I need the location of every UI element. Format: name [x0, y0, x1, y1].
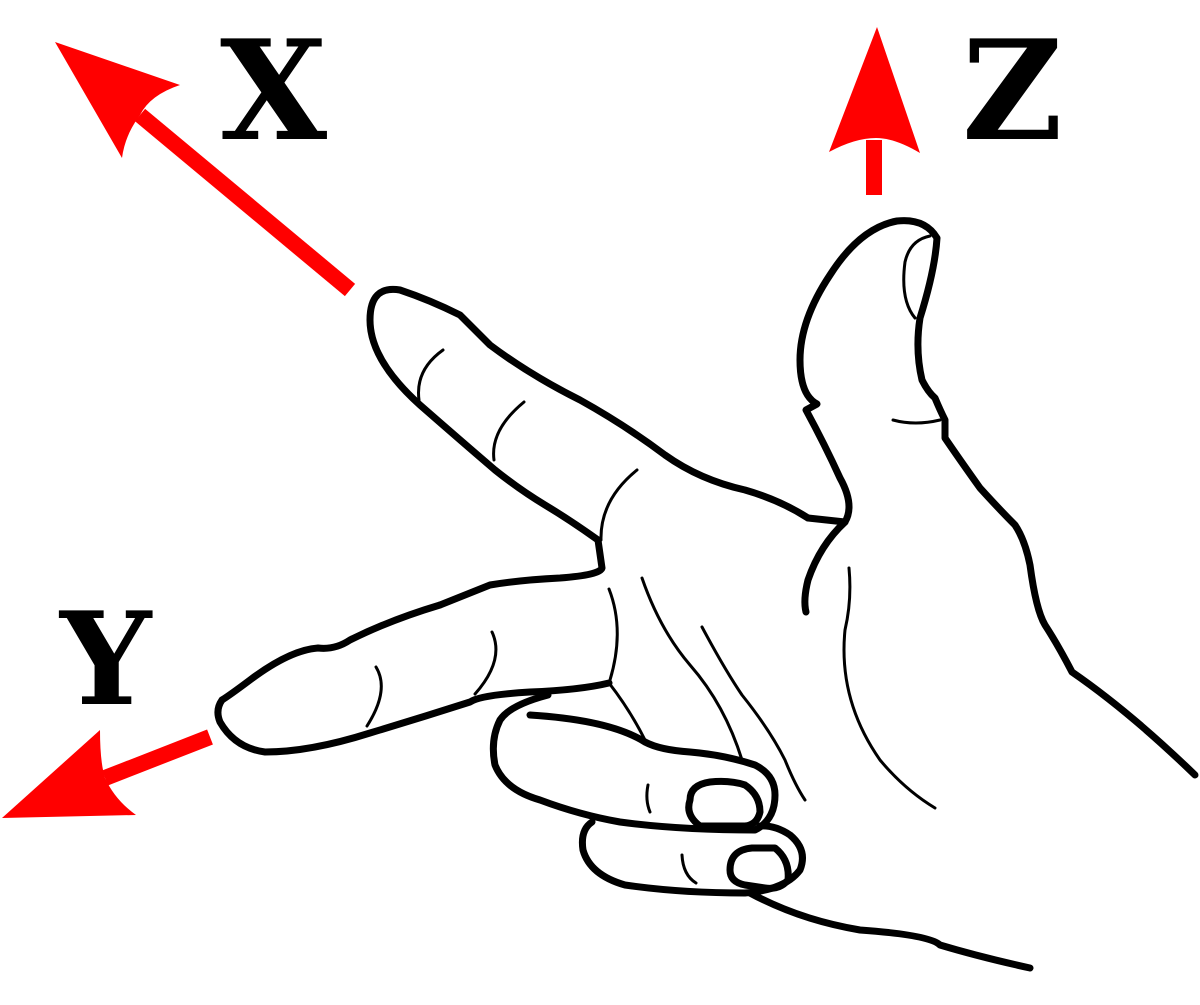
z-axis-label: Z: [962, 9, 1063, 172]
y-axis-label: Y: [60, 585, 152, 735]
palm-and-folded-fingers: [489, 576, 1034, 972]
x-axis-label: X: [220, 9, 328, 172]
middle-finger: [214, 601, 613, 756]
z-axis-arrow-icon: [829, 27, 920, 195]
thumb: [796, 217, 1199, 810]
x-axis-arrow-icon: [55, 42, 356, 297]
index-finger: [366, 285, 812, 609]
y-axis-arrow-icon: [2, 729, 213, 818]
